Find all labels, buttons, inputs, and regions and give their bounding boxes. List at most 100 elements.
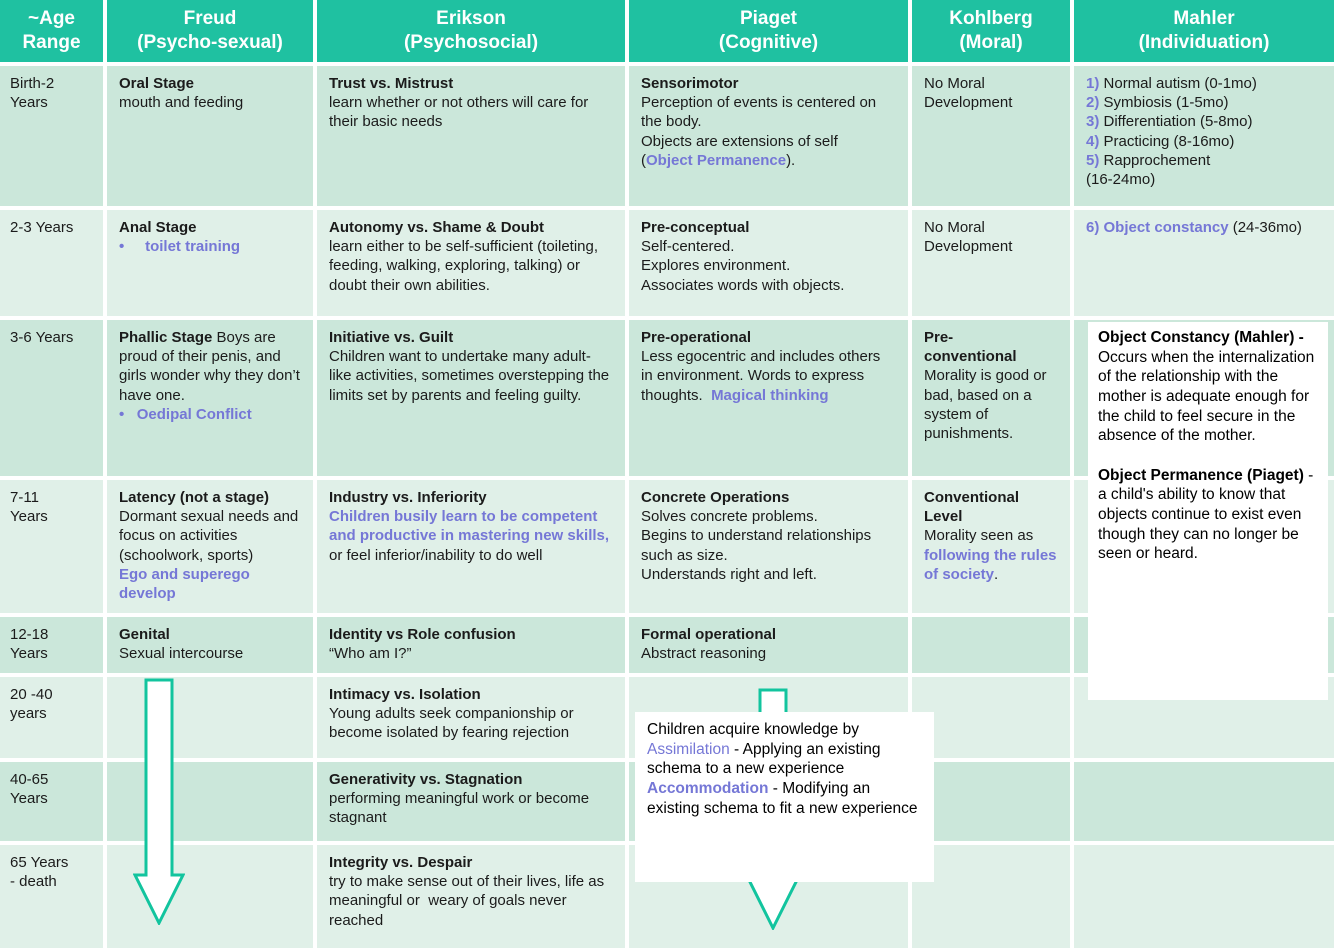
text-run: 3) — [1086, 113, 1104, 131]
text-run: Generativity vs. Stagnation — [329, 771, 523, 788]
text-run: try to make sense out of their lives, li… — [329, 873, 605, 929]
cell-kohlberg-row-2: No Moral Development — [912, 210, 1070, 316]
text-run: - a child's ability to know that objects… — [1098, 466, 1314, 563]
age-cell-row-1: Birth-2 Years — [0, 66, 103, 206]
text-run: Pre-operational — [641, 329, 752, 346]
text-run: 6) Object constancy — [1086, 219, 1229, 236]
cell-freud-row-2: Anal Stage • toilet training — [107, 210, 313, 316]
text-run: Initiative vs. Guilt — [329, 329, 454, 346]
age-cell-row-5: 12-18 Years — [0, 617, 103, 673]
text-run: 1) — [1086, 75, 1104, 92]
text-run: Children acquire knowledge by — [647, 721, 859, 738]
cell-freud-row-6 — [107, 677, 313, 758]
text-run: learn whether or not others will care fo… — [329, 94, 589, 131]
text-run: Genital — [119, 626, 170, 643]
age-cell-row-4: 7-11 Years — [0, 480, 103, 613]
assimilation-accommodation-box: Children acquire knowledge by Assimilatio… — [635, 712, 934, 882]
text-run: Intimacy vs. Isolation — [329, 686, 481, 703]
cell-erikson-row-8: Integrity vs. Despair try to make sense o… — [317, 845, 625, 948]
text-run: Phallic Stage — [119, 329, 217, 346]
age-cell-row-3: 3-6 Years — [0, 320, 103, 476]
text-run: Concrete Operations — [641, 489, 790, 506]
text-run: ). — [786, 151, 796, 169]
cell-freud-row-3: Phallic Stage Boys are proud of their pe… — [107, 320, 313, 476]
text-run: . — [994, 565, 999, 583]
header-piaget: Piaget (Cognitive) — [629, 0, 908, 62]
text-run: Formal operational — [641, 626, 777, 643]
text-run: Abstract reasoning — [641, 645, 767, 663]
text-run: Sensorimotor — [641, 75, 739, 92]
text-run: “Who am I?” — [329, 645, 412, 663]
text-run: Object Constancy (Mahler) - — [1098, 329, 1304, 346]
text-run: Occurs when the internalization of the r… — [1098, 348, 1315, 445]
header-line: Kohlberg — [949, 8, 1033, 30]
text-run: Accommodation — [647, 780, 769, 798]
header-line: Mahler — [1173, 8, 1235, 30]
text-run: 2) — [1086, 94, 1104, 112]
text-run: Dormant sexual needs and focus on activi… — [119, 508, 299, 564]
header-line: (Psycho-sexual) — [137, 32, 283, 53]
text-run: 4) — [1086, 132, 1104, 150]
text-run: Anal Stage — [119, 219, 197, 236]
text-run: conventional — [924, 348, 1017, 366]
text-run: Oral Stage — [119, 75, 195, 92]
header-line: Piaget — [739, 8, 798, 30]
text-run: Objects are extensions of self — [641, 132, 838, 150]
header-erikson: Erikson (Psychosocial) — [317, 0, 625, 62]
text-run: Children want to undertake many adult-li… — [329, 348, 610, 404]
header-line: (Individuation) — [1138, 32, 1270, 53]
text-run: Begins to understand relationships such … — [641, 527, 872, 564]
header-line: (Psychosocial) — [403, 32, 539, 53]
text-run: mouth and feeding — [119, 94, 244, 112]
text-run: Autonomy vs. Shame & Doubt — [329, 219, 545, 236]
text-run: Sexual intercourse — [119, 645, 244, 663]
text-run: Magical thinking — [711, 386, 829, 404]
cell-freud-row-7 — [107, 762, 313, 841]
text-run: Normal autism (0-1mo) — [1103, 75, 1257, 92]
text-run: (24-36mo) — [1228, 219, 1302, 236]
cell-kohlberg-row-6 — [912, 677, 1070, 758]
cell-erikson-row-5: Identity vs Role confusion“Who am I?” — [317, 617, 625, 673]
text-run: Practicing (8-16mo) — [1103, 132, 1235, 150]
text-run: Understands right and left. — [641, 565, 817, 583]
cell-erikson-row-1: Trust vs. Mistrust learn whether or not o… — [317, 66, 625, 206]
text-run: Differentiation (5-8mo) — [1103, 113, 1253, 131]
age-cell-row-8: 65 Years - death — [0, 845, 103, 948]
header-line: (Moral) — [959, 32, 1023, 53]
text-run: - Modifying an existing schema to fit a … — [647, 780, 918, 817]
text-run: Trust vs. Mistrust — [329, 75, 454, 92]
header-line: Erikson — [436, 8, 506, 30]
text-run: Solves concrete problems. — [641, 508, 818, 526]
cell-kohlberg-row-8 — [912, 845, 1070, 948]
text-run: Industry vs. Inferiority — [329, 489, 487, 506]
text-run: Object Permanence (Piaget) — [1098, 466, 1304, 484]
cell-erikson-row-7: Generativity vs. Stagnation performing me… — [317, 762, 625, 841]
text-run: Object Permanence — [646, 151, 787, 169]
text-run: Self-centered. — [641, 238, 735, 256]
header-mahler: Mahler (Individuation) — [1074, 0, 1334, 62]
text-run: Morality seen as — [924, 527, 1034, 545]
header-line: ~Age — [28, 8, 75, 30]
text-run: 5) — [1086, 151, 1104, 169]
text-run: ( — [641, 151, 646, 169]
cell-freud-row-8 — [107, 845, 313, 948]
text-run: Conventional Level — [924, 489, 1020, 526]
text-run: • toilet training — [119, 238, 241, 256]
text-run: • Oedipal Conflict — [119, 405, 252, 423]
text-run: Associates words with objects. — [641, 276, 845, 294]
text-run: Integrity vs. Despair — [329, 854, 473, 871]
cell-mahler-row-2: 6) Object constancy (24-36mo) — [1074, 210, 1334, 316]
cell-freud-row-1: Oral Stage mouth and feeding — [107, 66, 313, 206]
text-run: Assimilation — [647, 740, 730, 758]
text-run: - Applying an existing schema to a new e… — [647, 740, 881, 778]
text-run: Latency (not a stage) — [119, 489, 270, 506]
text-run: performing meaningful work or become sta… — [329, 790, 590, 827]
